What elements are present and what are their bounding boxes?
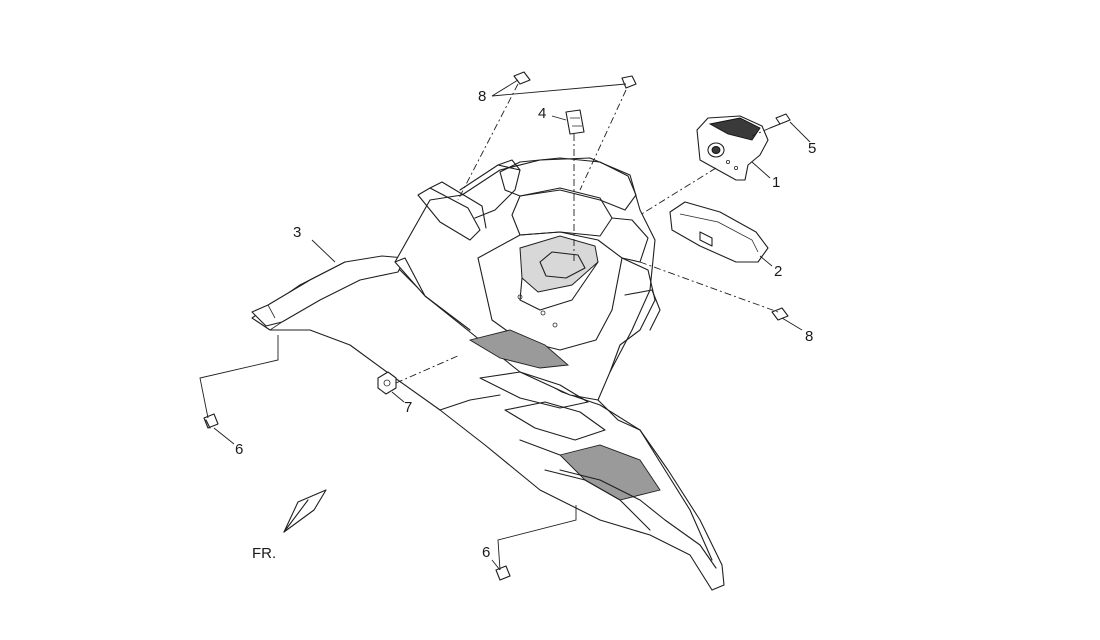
callout-6-bottom: 6 [482, 544, 491, 561]
clip-part-4 [565, 109, 585, 135]
fender-body [251, 157, 725, 591]
front-direction-arrow [283, 489, 327, 533]
callout-2: 2 [774, 263, 783, 280]
nut-part-8-b [621, 75, 637, 89]
nut-part-7 [377, 371, 397, 395]
callout-8-right: 8 [805, 328, 814, 345]
front-direction-label: FR. [252, 545, 277, 562]
callout-4: 4 [538, 105, 547, 122]
leader-lines [213, 79, 811, 571]
screw-part-5 [769, 113, 791, 129]
assembly-lines [199, 83, 779, 571]
nut-part-8-a [513, 71, 531, 85]
lens-plate-part [669, 201, 769, 263]
callout-3: 3 [293, 224, 302, 241]
bolt-part-6-a [203, 413, 219, 429]
callout-5: 5 [808, 140, 817, 157]
callout-6-left: 6 [235, 441, 244, 458]
callout-8-top: 8 [478, 88, 487, 105]
callout-1: 1 [772, 174, 781, 191]
lamp-housing-part [696, 115, 769, 181]
nut-part-8-c [771, 307, 789, 321]
callout-7: 7 [404, 399, 413, 416]
